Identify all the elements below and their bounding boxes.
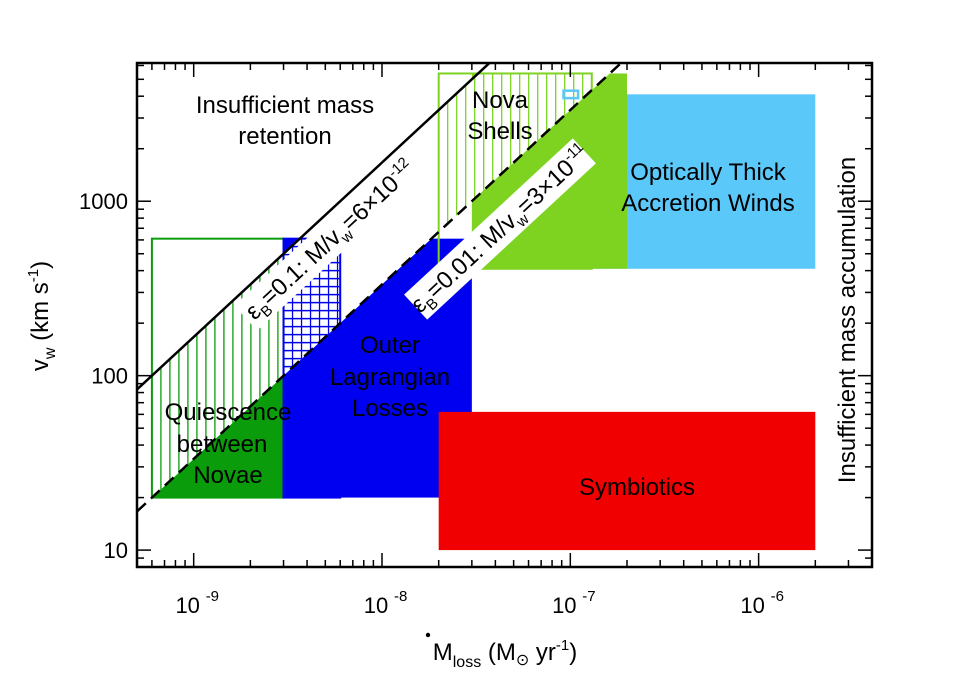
x-tick-exp: -9 [206,588,219,605]
label-insufficient-accum: Insufficient mass accumulation [834,157,861,483]
frame-layer [135,61,874,569]
outline-nova-shells-box [437,72,593,270]
label-outer-3: Losses [352,395,428,422]
x-tick-exp: -7 [582,588,595,605]
label-optically-2: Accretion Winds [621,190,794,217]
x-tick-label: 10 [740,593,764,618]
x-tick-label: 10 [175,593,199,618]
region-symbiotics [438,411,816,551]
line-label-eps-0.1-bg [234,149,426,331]
label-outer-2: Lagrangian [330,364,450,391]
y-axis-label: vw (km s-1) [25,261,59,371]
y-tick-label: 10 [104,538,128,563]
lines-layer [137,63,623,513]
y-tick-label: 1000 [79,189,128,214]
x-tick-exp: -6 [771,588,784,605]
label-insufficient-retention-2: retention [238,123,331,150]
line-label-eps-0.01-bg [404,138,596,320]
outline-small-box [562,89,580,100]
label-outer-1: Outer [360,332,420,359]
label-optically-1: Optically Thick [630,159,787,186]
line-eps-0.1 [137,63,492,391]
x-tick-label: 10 [552,593,576,618]
label-symbiotics: Symbiotics [579,474,695,501]
label-quies-2: between [177,431,268,458]
label-nova-1: Nova [472,87,529,114]
label-quies-3: Novae [193,462,262,489]
label-nova-2: Shells [467,118,532,145]
label-quies-1: Quiescence [165,399,292,426]
plot-frame [135,61,874,569]
y-tick-label: 100 [91,364,128,389]
x-tick-label: 10 [364,593,388,618]
x-axis-label-dot [425,632,431,638]
x-tick-exp: -8 [394,588,407,605]
x-axis-label: Mloss (M⊙ yr-1) [433,637,578,671]
label-insufficient-retention-1: Insufficient mass [196,92,374,119]
line-eps-0.01 [137,63,623,513]
